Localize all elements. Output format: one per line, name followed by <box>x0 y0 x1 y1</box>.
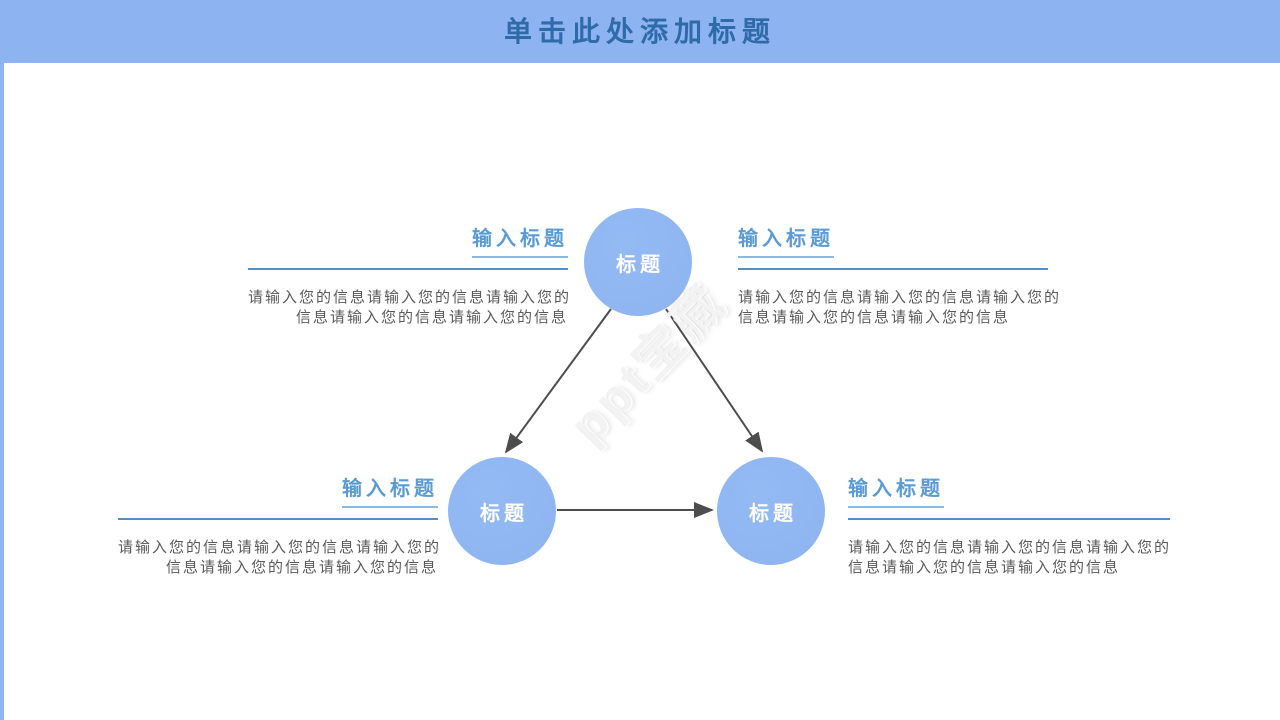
section-title[interactable]: 输入标题 <box>738 226 834 258</box>
section-divider-line <box>118 518 438 520</box>
section-title[interactable]: 输入标题 <box>342 476 438 508</box>
arrow-top-to-bottom-right <box>665 308 764 453</box>
node-circle-bottom-right[interactable]: 标题 <box>717 457 825 565</box>
section-divider-line <box>248 268 568 270</box>
body-line: 请输入您的信息请输入您的信息请输入您的 <box>248 289 572 306</box>
section-top-left: 输入标题 请输入您的信息请输入您的信息请输入您的 信息请输入您的信息请输入您的信… <box>248 226 572 328</box>
node-circle-top[interactable]: 标题 <box>584 208 692 316</box>
section-title[interactable]: 输入标题 <box>848 476 944 508</box>
body-line: 请输入您的信息请输入您的信息请输入您的 <box>738 289 1062 306</box>
section-body[interactable]: 请输入您的信息请输入您的信息请输入您的 信息请输入您的信息请输入您的信息 <box>248 288 572 328</box>
body-line: 信息请输入您的信息请输入您的信息 <box>165 559 438 576</box>
left-accent-strip <box>0 63 4 720</box>
section-divider-line <box>848 518 1170 520</box>
node-label: 标题 <box>480 502 528 525</box>
section-body[interactable]: 请输入您的信息请输入您的信息请输入您的 信息请输入您的信息请输入您的信息 <box>848 538 1170 578</box>
section-divider-line <box>738 268 1048 270</box>
section-body[interactable]: 请输入您的信息请输入您的信息请输入您的 信息请输入您的信息请输入您的信息 <box>738 288 1062 328</box>
node-circle-bottom-left[interactable]: 标题 <box>448 457 556 565</box>
slide-header-bar: 单击此处添加标题 <box>0 0 1280 63</box>
node-label: 标题 <box>616 253 664 276</box>
section-bottom-left: 输入标题 请输入您的信息请输入您的信息请输入您的 信息请输入您的信息请输入您的信… <box>118 476 442 578</box>
section-top-right: 输入标题 请输入您的信息请输入您的信息请输入您的 信息请输入您的信息请输入您的信… <box>738 226 1062 328</box>
section-body[interactable]: 请输入您的信息请输入您的信息请输入您的 信息请输入您的信息请输入您的信息 <box>118 538 442 578</box>
arrow-top-to-bottom-left <box>504 308 612 454</box>
body-line: 信息请输入您的信息请输入您的信息 <box>848 559 1121 576</box>
node-label: 标题 <box>749 502 797 525</box>
body-line: 信息请输入您的信息请输入您的信息 <box>295 309 568 326</box>
section-title[interactable]: 输入标题 <box>472 226 568 258</box>
section-bottom-right: 输入标题 请输入您的信息请输入您的信息请输入您的 信息请输入您的信息请输入您的信… <box>848 476 1170 578</box>
body-line: 请输入您的信息请输入您的信息请输入您的 <box>118 539 442 556</box>
body-line: 请输入您的信息请输入您的信息请输入您的 <box>848 539 1172 556</box>
body-line: 信息请输入您的信息请输入您的信息 <box>738 309 1011 326</box>
slide-title[interactable]: 单击此处添加标题 <box>503 16 776 47</box>
